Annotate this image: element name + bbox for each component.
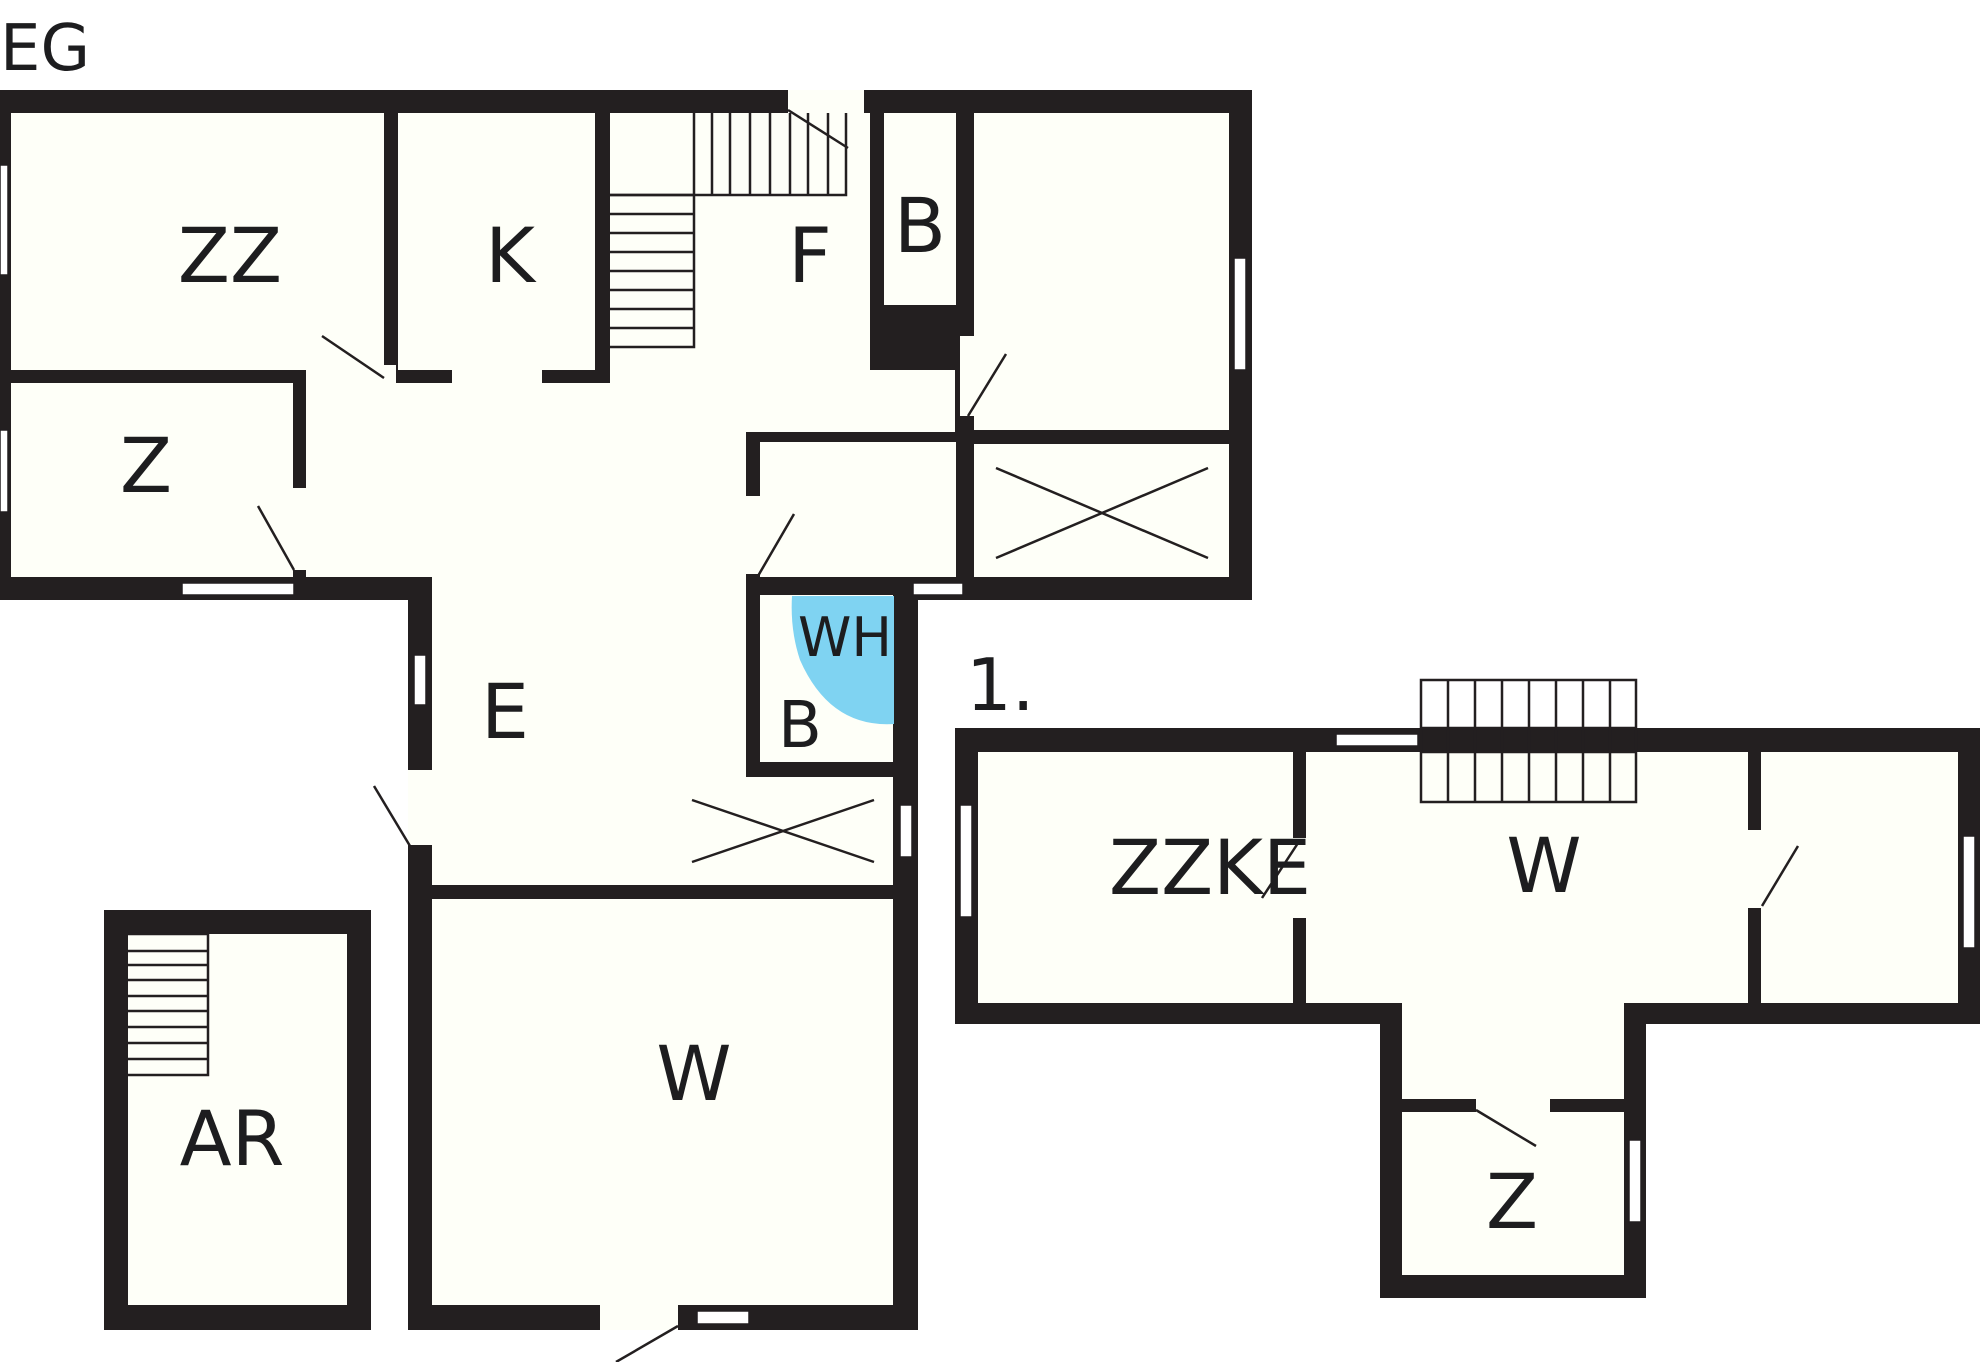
room-label-b-lower: B bbox=[778, 689, 822, 763]
upper-floor: 1. ZZKE W Z bbox=[955, 643, 1980, 1298]
room-label-zzke: ZZKE bbox=[1109, 823, 1311, 912]
room-label-z-upper: Z bbox=[1486, 1157, 1538, 1246]
staircase-eg bbox=[610, 108, 849, 349]
floor-label-eg: EG bbox=[0, 12, 90, 86]
room-label-b-upper: B bbox=[894, 181, 946, 270]
room-label-k: K bbox=[485, 211, 537, 300]
room-label-z: Z bbox=[120, 421, 172, 510]
room-label-wh: WH bbox=[798, 606, 892, 669]
floor-label-1: 1. bbox=[966, 643, 1035, 727]
room-label-f: F bbox=[788, 211, 832, 300]
ground-floor: EG ZZ K F B Z E WH B W AR bbox=[0, 12, 1252, 1362]
washing-area bbox=[791, 596, 894, 725]
staircase-og bbox=[1419, 678, 1638, 804]
room-label-zz: ZZ bbox=[178, 211, 282, 300]
room-label-ar: AR bbox=[180, 1094, 285, 1183]
outbuilding-ar bbox=[104, 910, 371, 1330]
room-label-w-upper: W bbox=[1506, 821, 1581, 910]
room-label-w: W bbox=[656, 1029, 731, 1118]
room-label-e: E bbox=[481, 667, 529, 756]
